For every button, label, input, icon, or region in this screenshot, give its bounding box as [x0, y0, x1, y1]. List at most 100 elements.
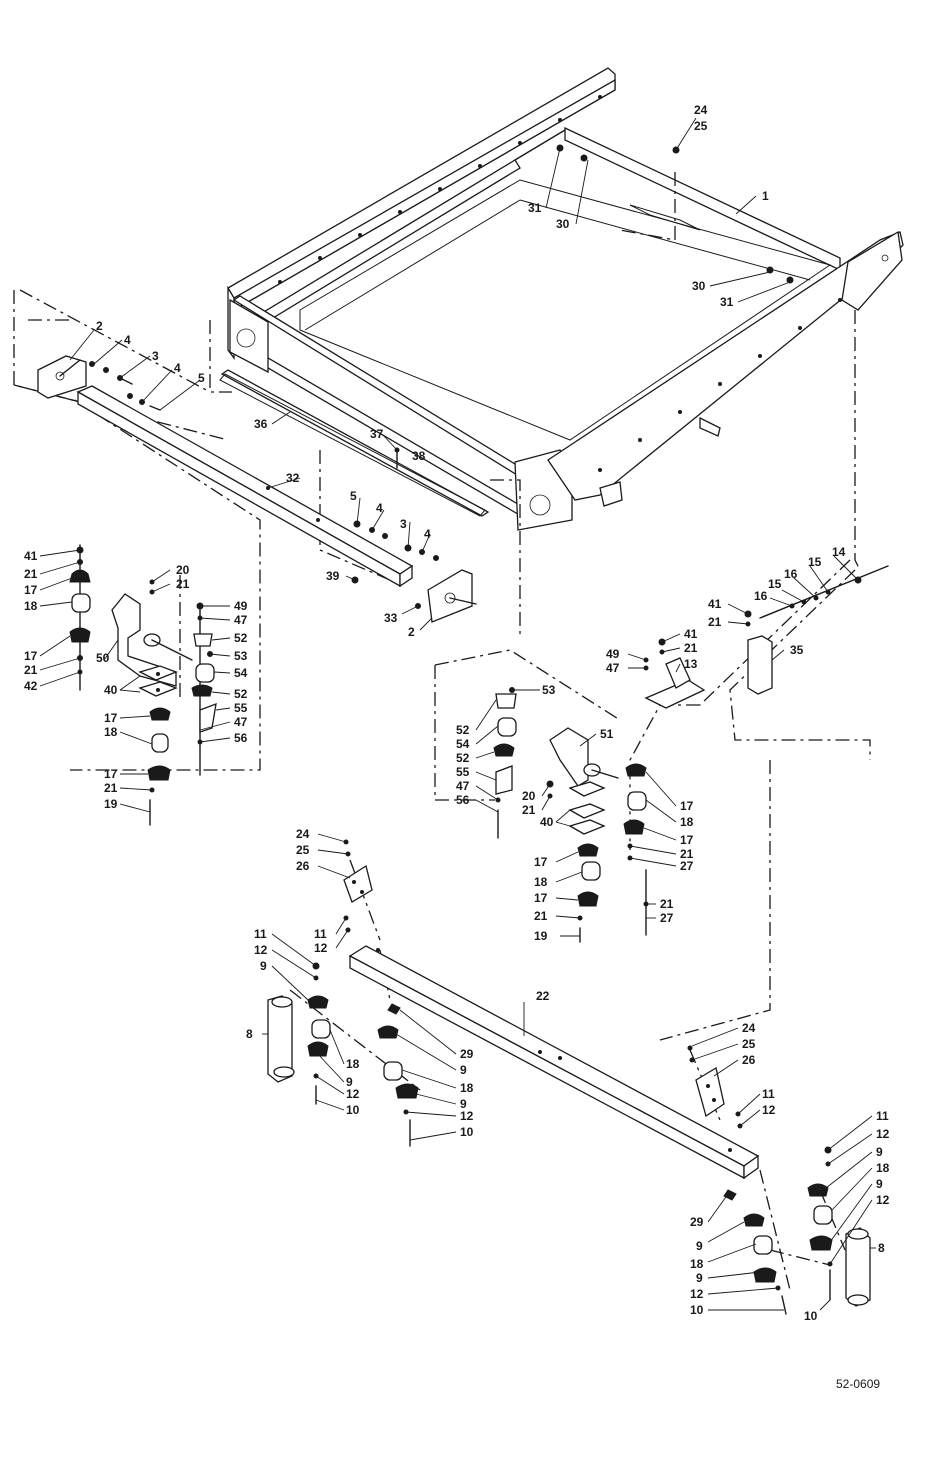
callout: 21	[680, 847, 694, 861]
callout: 16	[784, 567, 798, 581]
callout: 18	[690, 1257, 704, 1271]
callout: 15	[808, 555, 822, 569]
callout: 31	[528, 201, 542, 215]
callout: 18	[460, 1081, 474, 1095]
callout: 4	[376, 501, 383, 515]
callout: 25	[694, 119, 708, 133]
callout: 41	[684, 627, 698, 641]
callout: 40	[104, 683, 118, 697]
callout: 54	[456, 737, 470, 751]
callout: 24	[694, 103, 708, 117]
callout: 12	[314, 941, 328, 955]
callout: 17	[104, 767, 118, 781]
callout: 10	[690, 1303, 704, 1317]
frame-holes	[278, 95, 842, 472]
callout: 29	[460, 1047, 474, 1061]
callout: 4	[174, 361, 181, 375]
callout: 18	[104, 725, 118, 739]
callout: 12	[876, 1193, 890, 1207]
callout: 13	[684, 657, 698, 671]
callout: 8	[246, 1027, 253, 1041]
callout: 5	[350, 489, 357, 503]
callout: 49	[606, 647, 620, 661]
callout: 18	[346, 1057, 360, 1071]
callout: 21	[176, 577, 190, 591]
callout: 29	[690, 1215, 704, 1229]
callout: 17	[534, 855, 548, 869]
callout: 10	[346, 1103, 360, 1117]
callout: 14	[832, 545, 846, 559]
callout: 11	[762, 1087, 775, 1101]
callout: 25	[296, 843, 310, 857]
callout: 18	[534, 875, 548, 889]
callout: 12	[876, 1127, 890, 1141]
callout: 2	[408, 625, 415, 639]
callout: 9	[460, 1063, 467, 1077]
callout: 32	[286, 471, 300, 485]
callout: 21	[708, 615, 722, 629]
callout: 12	[460, 1109, 474, 1123]
callout: 49	[234, 599, 248, 613]
callout: 53	[542, 683, 556, 697]
callout: 47	[234, 715, 248, 729]
callout: 56	[456, 793, 470, 807]
callout: 11	[314, 927, 327, 941]
callout: 8	[878, 1241, 885, 1255]
callout: 52	[234, 687, 248, 701]
callout: 41	[708, 597, 722, 611]
callout: 35	[790, 643, 804, 657]
callout: 21	[104, 781, 118, 795]
figure-number: 52-0609	[836, 1377, 880, 1391]
callout: 17	[24, 583, 38, 597]
callout: 40	[540, 815, 554, 829]
callout: 12	[762, 1103, 776, 1117]
callout: 47	[606, 661, 620, 675]
callout: 12	[346, 1087, 360, 1101]
callout: 27	[680, 859, 694, 873]
callout: 21	[24, 663, 38, 677]
callout: 24	[742, 1021, 756, 1035]
callout-labels: 24 25 1 31 30 30 31 2 4 3 4 5 36 37 38 3…	[24, 103, 890, 1323]
callout: 11	[876, 1109, 889, 1123]
callout: 17	[104, 711, 118, 725]
callout: 21	[24, 567, 38, 581]
callout: 50	[96, 651, 110, 665]
callout: 55	[234, 701, 248, 715]
callout: 12	[254, 943, 268, 957]
callout: 17	[24, 649, 38, 663]
callout: 20	[176, 563, 190, 577]
callout: 17	[680, 799, 694, 813]
callout: 52	[456, 751, 470, 765]
callout: 3	[152, 349, 159, 363]
callout: 26	[742, 1053, 756, 1067]
callout: 20	[522, 789, 536, 803]
callout: 55	[456, 765, 470, 779]
callout: 9	[876, 1145, 883, 1159]
callout: 9	[460, 1097, 467, 1111]
link-assemblies	[267, 962, 871, 1315]
callout: 54	[234, 666, 248, 680]
callout: 21	[660, 897, 674, 911]
callout: 51	[600, 727, 614, 741]
callout: 18	[24, 599, 38, 613]
callout: 19	[534, 929, 548, 943]
callout: 4	[124, 333, 131, 347]
lower-beam	[343, 839, 760, 1201]
callout: 10	[460, 1125, 474, 1139]
callout: 47	[456, 779, 470, 793]
callout: 31	[720, 295, 734, 309]
callout: 16	[754, 589, 768, 603]
right-bushing-stacks	[493, 687, 649, 943]
callout: 38	[412, 449, 426, 463]
callout: 9	[876, 1177, 883, 1191]
callout: 5	[198, 371, 205, 385]
callout: 21	[534, 909, 548, 923]
callout: 24	[296, 827, 310, 841]
callout: 3	[400, 517, 407, 531]
callout: 27	[660, 911, 674, 925]
leader-lines	[39, 117, 876, 1311]
callout: 37	[370, 427, 384, 441]
callout: 53	[234, 649, 248, 663]
callout: 1	[762, 189, 769, 203]
